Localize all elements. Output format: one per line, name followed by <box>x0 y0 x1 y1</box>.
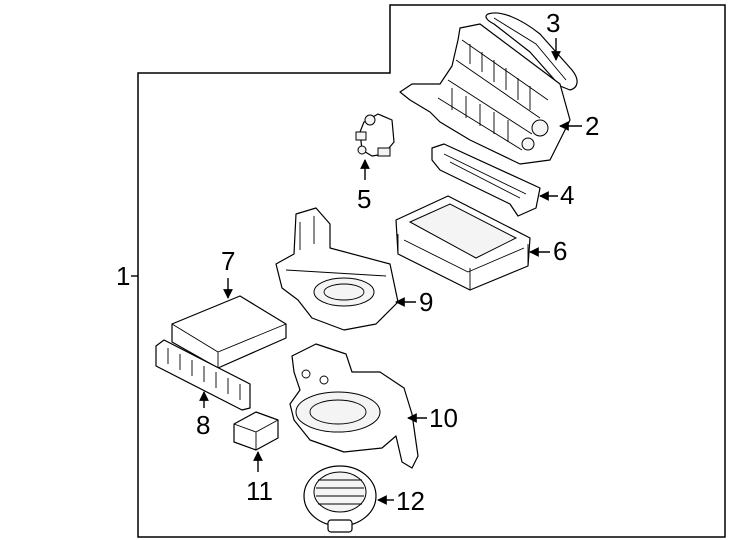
callout-label-12: 12 <box>396 486 425 516</box>
part-2-housing <box>399 23 571 165</box>
callout-label-3: 3 <box>546 8 560 38</box>
part-12-blower-motor <box>303 465 377 533</box>
callout-3: 3 <box>546 8 561 61</box>
callout-label-4: 4 <box>560 180 574 210</box>
callout-11: 11 <box>246 451 273 506</box>
callout-label-8: 8 <box>196 410 210 440</box>
callout-5: 5 <box>357 159 371 214</box>
part-6-tray <box>395 195 531 291</box>
part-4-bracket <box>431 143 541 217</box>
callout-label-2: 2 <box>585 111 599 141</box>
callout-6: 6 <box>529 236 567 266</box>
part-9-blower-case <box>275 207 399 331</box>
part-5-actuator <box>355 113 395 157</box>
part-10-blower-housing <box>289 343 419 469</box>
callout-8: 8 <box>196 391 210 440</box>
callout-7: 7 <box>221 246 235 299</box>
callout-label-7: 7 <box>221 246 235 276</box>
part-11-resistor <box>233 411 279 451</box>
part-8-cover <box>155 339 251 411</box>
callout-12: 12 <box>377 486 425 516</box>
callout-label-6: 6 <box>553 236 567 266</box>
callout-label-9: 9 <box>419 287 433 317</box>
callout-2: 2 <box>559 111 599 141</box>
callout-1: 1 <box>116 261 138 291</box>
callout-label-5: 5 <box>357 184 371 214</box>
assembly-boundary <box>137 4 726 538</box>
part-3-seal <box>485 12 578 91</box>
callout-9: 9 <box>395 287 433 317</box>
callout-label-1: 1 <box>116 261 130 291</box>
callout-label-11: 11 <box>246 476 273 506</box>
callout-10: 10 <box>407 403 458 433</box>
callout-label-10: 10 <box>429 403 458 433</box>
part-7-filter <box>171 295 287 369</box>
callout-4: 4 <box>539 180 574 210</box>
